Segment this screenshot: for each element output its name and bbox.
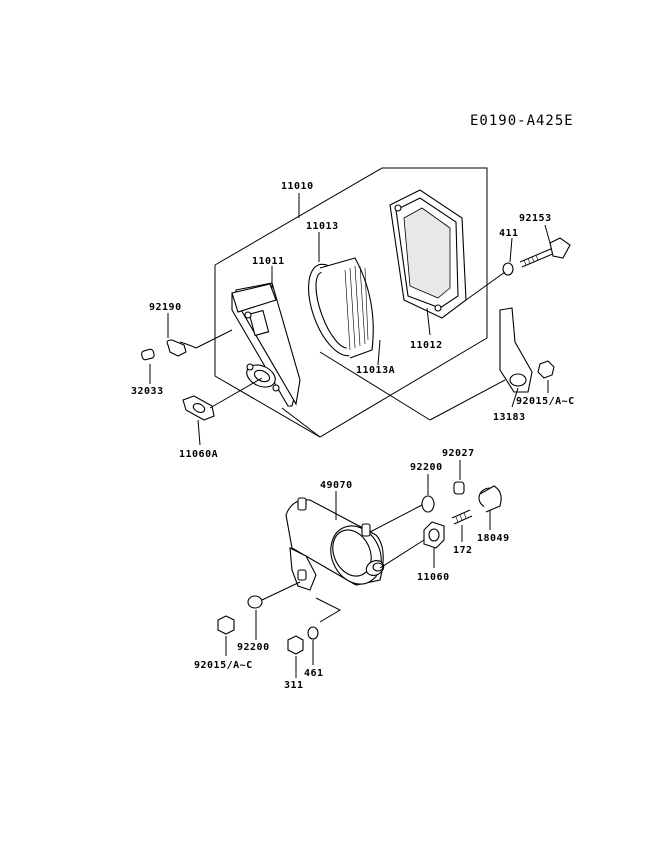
part-labels: 11010 11013 11011 92153 411 92190 11012 … — [131, 181, 575, 691]
label-11060: 11060 — [417, 572, 450, 583]
gasket-11060A — [182, 395, 215, 421]
filter-element-11013 — [308, 257, 374, 359]
label-11013: 11013 — [306, 221, 339, 232]
label-92200-lower: 92200 — [237, 642, 270, 653]
label-11010: 11010 — [281, 181, 314, 192]
label-461: 461 — [304, 668, 324, 679]
clamp-32033 — [141, 348, 155, 361]
diagram-code: E0190-A425E — [470, 113, 574, 129]
gasket-11060 — [423, 521, 445, 549]
label-92153: 92153 — [519, 213, 552, 224]
label-92027: 92027 — [442, 448, 475, 459]
nut-311 — [287, 635, 304, 655]
label-92200-upper: 92200 — [410, 462, 443, 473]
label-11011: 11011 — [252, 256, 285, 267]
label-92015-upper: 92015/A~C — [516, 396, 575, 407]
label-11013A: 11013A — [356, 365, 395, 376]
muffler-49070 — [285, 497, 385, 591]
arrester-18049 — [478, 485, 502, 513]
stud-172 — [451, 509, 473, 525]
washer-92200-lower — [247, 595, 263, 609]
label-13183: 13183 — [493, 412, 526, 423]
wing-bolt-92153 — [519, 237, 571, 268]
bracket-13183 — [499, 307, 533, 393]
cover-11012 — [389, 189, 467, 319]
nut-92015-lower — [217, 615, 235, 635]
label-311: 311 — [284, 680, 304, 691]
label-411: 411 — [499, 228, 519, 239]
label-11060A: 11060A — [179, 449, 218, 460]
label-18049: 18049 — [477, 533, 510, 544]
muffler-assembly — [217, 460, 502, 678]
label-92015-lower: 92015/A~C — [194, 660, 253, 671]
base-plate-11011 — [231, 282, 301, 407]
washer-92200-upper — [421, 495, 435, 513]
label-32033: 32033 — [131, 386, 164, 397]
washer-461 — [307, 626, 319, 640]
air-cleaner-assembly — [141, 167, 571, 446]
collar-92027 — [453, 481, 465, 495]
breather-pipe-92190 — [166, 339, 197, 357]
label-49070: 49070 — [320, 480, 353, 491]
label-11012: 11012 — [410, 340, 443, 351]
label-172: 172 — [453, 545, 473, 556]
nut-92015-upper — [537, 360, 555, 379]
washer-411 — [502, 262, 514, 276]
label-92190: 92190 — [149, 302, 182, 313]
